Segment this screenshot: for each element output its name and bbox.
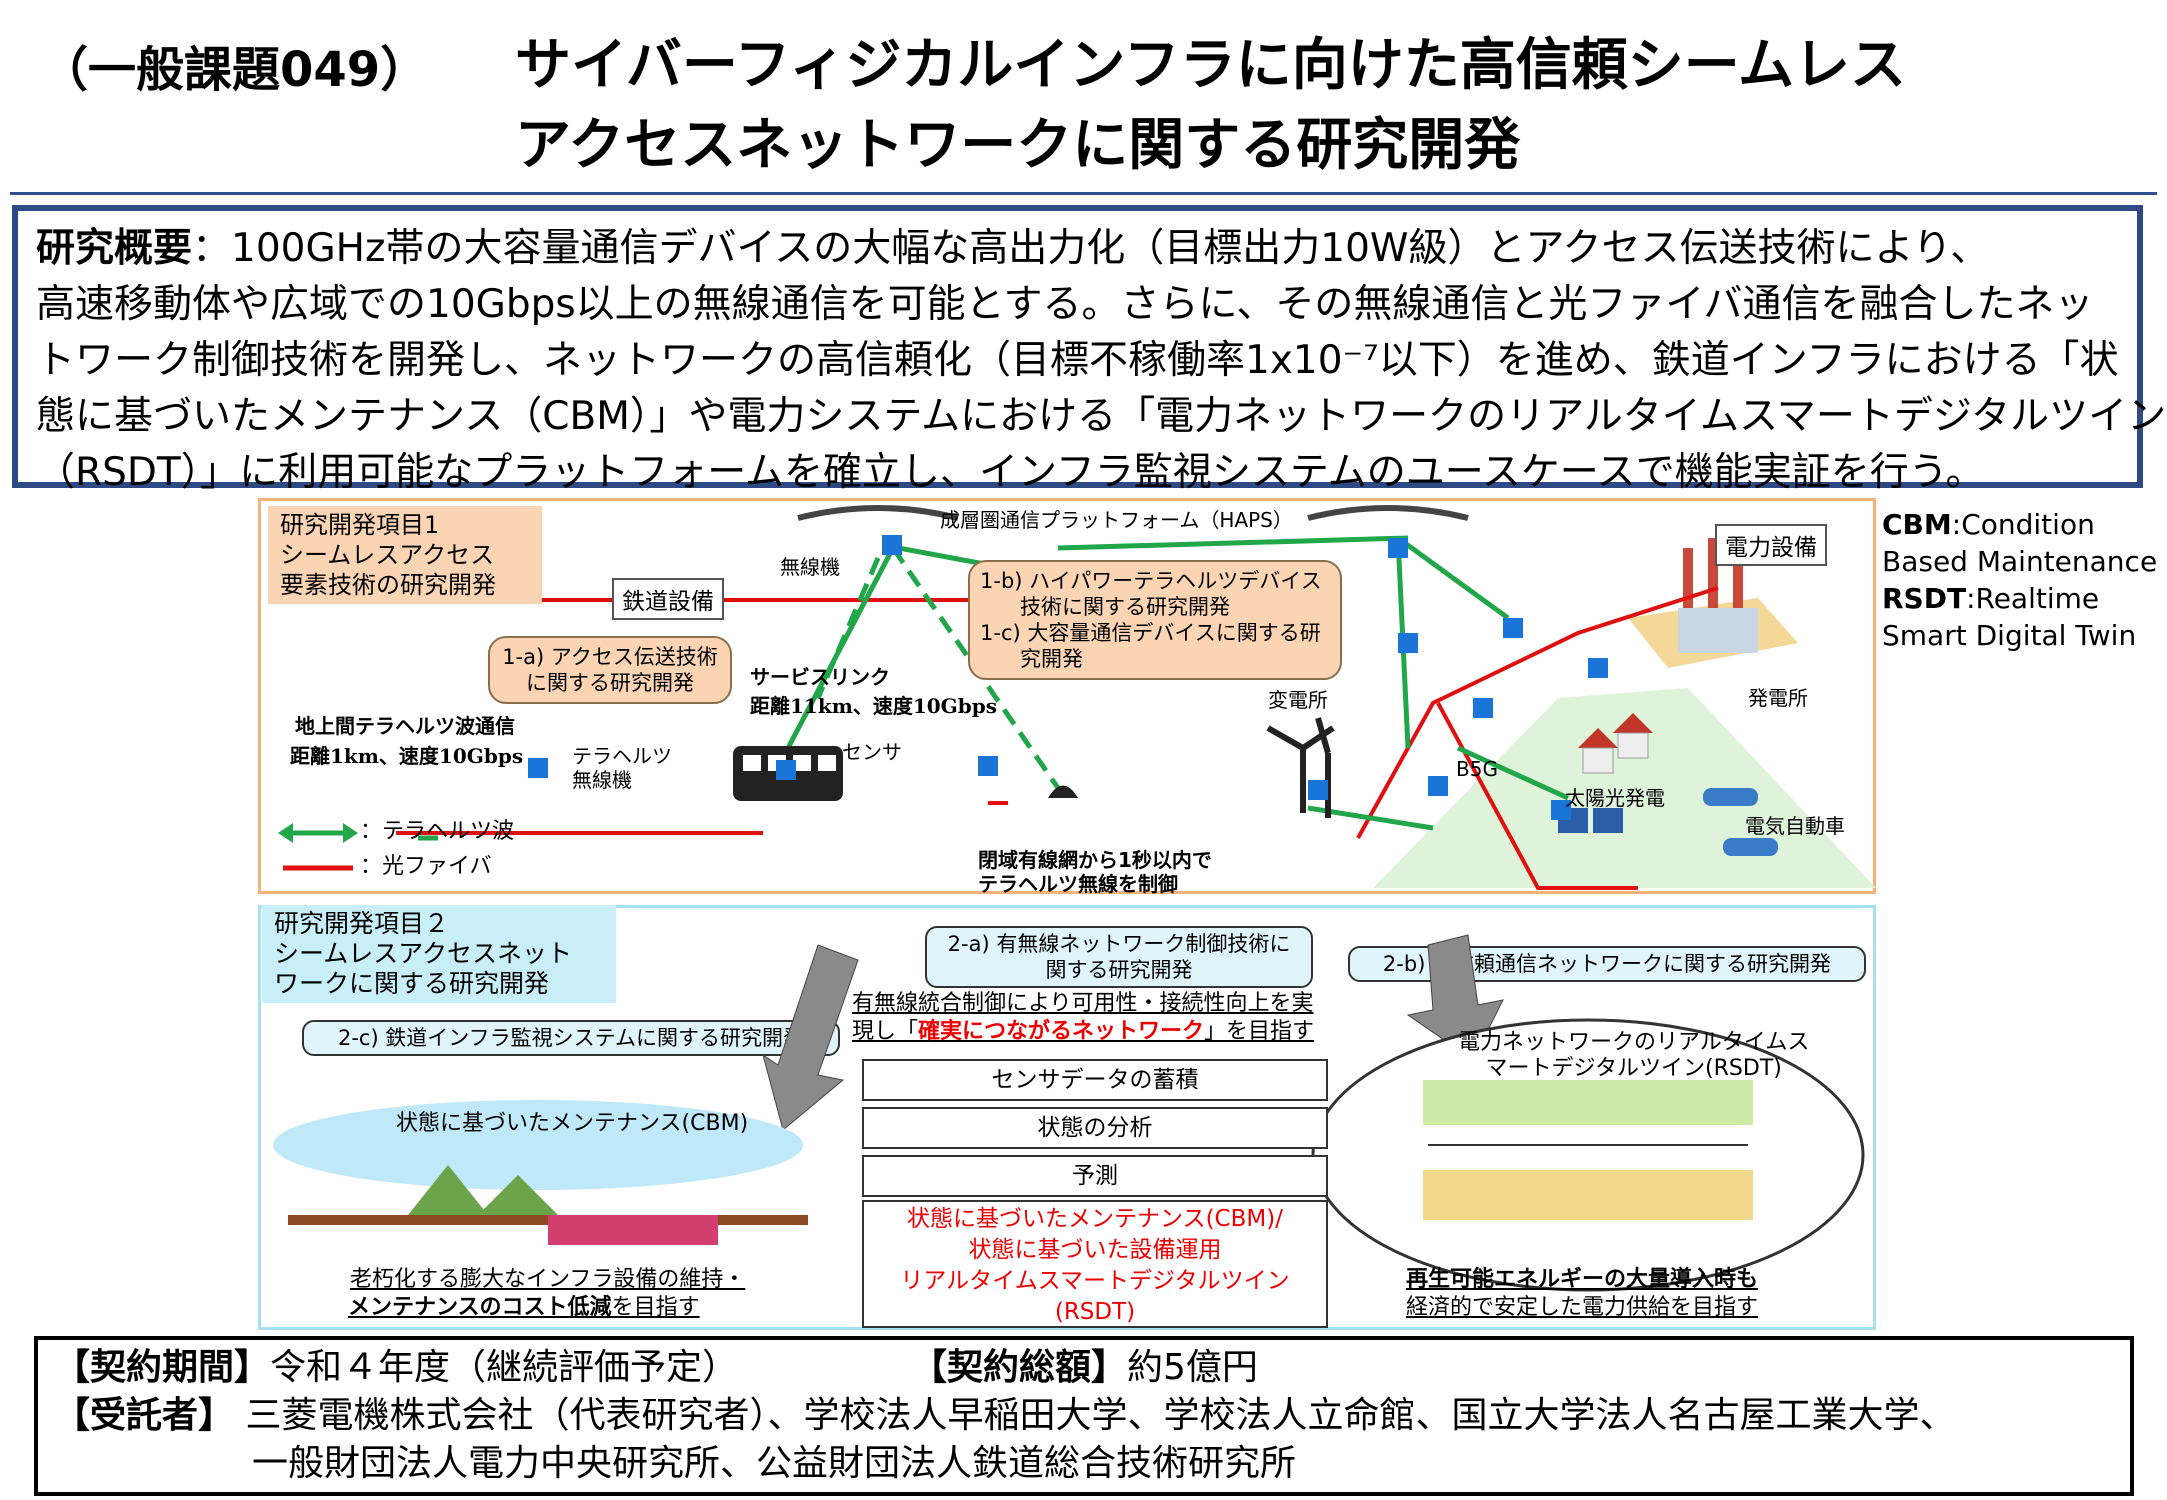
rsdt-grid-diagram: [1423, 1080, 1753, 1125]
train-color-icon: [548, 1215, 718, 1245]
cbm-text2: Based Maintenance: [1882, 545, 2158, 578]
project-number: （一般課題049）: [40, 42, 429, 98]
rsdt-text: :Realtime: [1966, 582, 2100, 615]
contractor-line2: 一般財団法人電力中央研究所、公益財団法人鉄道総合技術研究所: [252, 1443, 1297, 1484]
item2-tag: 研究開発項目２ シームレスアクセスネット ワークに関する研究開発: [262, 905, 616, 1003]
house-icon: [1578, 713, 1653, 774]
summary-line1: 研究概要：100GHz帯の大容量通信デバイスの大幅な高出力化（目標出力10W級）…: [36, 226, 1990, 271]
fiber-power: [1356, 586, 1719, 839]
cbm-cloud-icon: [273, 1100, 803, 1190]
stack-prediction: 予測: [862, 1155, 1328, 1197]
electric-car-icon: [1703, 788, 1778, 856]
haps-label: 成層圏通信プラットフォーム（HAPS）: [940, 508, 1293, 532]
service-link-label: サービスリンク: [750, 665, 890, 689]
cbm-abbr: CBM: [1882, 508, 1952, 541]
rsdt-abbr: RSDT: [1882, 582, 1967, 615]
ground-thz-label: 地上間テラヘルツ波通信: [295, 714, 515, 738]
mountain-icon: [408, 1165, 488, 1215]
rsdt-text2: Smart Digital Twin: [1882, 619, 2137, 652]
substation-label: 変電所: [1268, 688, 1328, 712]
power-facility-label: 電力設備: [1715, 524, 1827, 566]
summary-label: 研究概要: [36, 226, 193, 271]
box-2c: 2-c) 鉄道インフラ監視システムに関する研究開発: [302, 1020, 840, 1056]
callout-1b-1c: 1-b) ハイパワーテラヘルツデバイス 技術に関する研究開発 1-c) 大容量通…: [968, 560, 1342, 680]
figure2-arrows: [273, 934, 1865, 1292]
summary-line3: トワーク制御技術を開発し、ネットワークの高信頼化（目標不稼働率1x10⁻⁷以下）…: [36, 338, 2119, 383]
contractor-label: 【受託者】: [54, 1395, 235, 1436]
abbreviation-legend: CBM:Condition Based Maintenance RSDT:Rea…: [1882, 506, 2157, 654]
legend-thz-label: ：テラヘルツ波: [360, 819, 515, 844]
stack-sensor-data: センサデータの蓄積: [862, 1059, 1328, 1101]
amount-label: 【契約総額】: [910, 1347, 1127, 1388]
summary-line5: （RSDT）」に利用可能なプラットフォームを確立し、インフラ監視システムのユース…: [36, 450, 1985, 495]
page-title-line2: アクセスネットワークに関する研究開発: [515, 113, 1521, 178]
page-title-line1: サイバーフィジカルインフラに向けた高信頼シームレス: [515, 33, 1907, 98]
contractor-line1: 三菱電機株式会社（代表研究者）、学校法人早稲田大学、学校法人立命館、国立大学法人…: [245, 1395, 1956, 1436]
cbm-text: :Condition: [1951, 508, 2095, 541]
summary-line2: 高速移動体や広域での10Gbps以上の無線通信を可能とする。さらに、その無線通信…: [36, 282, 2094, 327]
title-divider: [10, 192, 2157, 195]
closed-network-note: 閉域有線網から1秒以内で テラヘルツ無線を制御: [978, 848, 1212, 896]
outcome-box: 状態に基づいたメンテナンス(CBM)/ 状態に基づいた設備運用 リアルタイムスマ…: [862, 1200, 1328, 1328]
research-summary: 研究概要：100GHz帯の大容量通信デバイスの大幅な高出力化（目標出力10W級）…: [12, 205, 2167, 495]
callout-1a: 1-a) アクセス伝送技術 に関する研究開発: [488, 636, 732, 704]
period-label: 【契約期間】: [54, 1347, 271, 1388]
summary-line4: 態に基づいたメンテナンス（CBM）」や電力システムにおける「電力ネットワークのリ…: [36, 394, 2167, 439]
haps-right-icon: [1307, 505, 1469, 521]
haps-left-icon: [797, 505, 959, 521]
thz-radio-label: テラヘルツ 無線機: [572, 744, 672, 792]
period-value: 令和４年度（継続評価予定）: [270, 1347, 739, 1388]
down-arrow-left-icon: [762, 944, 859, 1131]
cbm-cloud-label: 状態に基づいたメンテナンス(CBM): [396, 1111, 749, 1136]
power-plant-label: 発電所: [1748, 686, 1808, 710]
service-link-spec: 距離11km、速度10Gbps: [750, 694, 997, 718]
ev-label: 電気自動車: [1745, 814, 1845, 838]
wind-turbine-icon: [1266, 717, 1335, 818]
sensor-label: センサ: [842, 740, 902, 764]
wireless-label: 無線機: [780, 555, 840, 579]
item1-tag: 研究開発項目1 シームレスアクセス 要素技術の研究開発: [268, 506, 542, 604]
amount-value: 約5億円: [1126, 1347, 1258, 1388]
antenna-dish-icon: [1048, 785, 1078, 798]
stack-analysis: 状態の分析: [862, 1107, 1328, 1149]
box-2a: 2-a) 有無線ネットワーク制御技術に 関する研究開発: [925, 926, 1313, 988]
rsdt-cloud-label: 電力ネットワークのリアルタイムス マートデジタルツイン(RSDT): [1458, 1030, 1810, 1081]
b5g-label: B5G: [1456, 757, 1498, 781]
goal-2a: 有無線統合制御により可用性・接続性向上を実 現し「確実につながるネットワーク」を…: [852, 991, 1315, 1044]
railway-label: 鉄道設備: [612, 578, 724, 620]
contract-info: 【契約期間】令和４年度（継続評価予定） 【契約総額】約5億円 【受託者】 三菱電…: [34, 1336, 2134, 1496]
legend-fiber-label: ：光ファイバ: [360, 854, 492, 879]
solar-label: 太陽光発電: [1565, 786, 1665, 810]
wireless-unit-icons: [528, 535, 1608, 820]
power-plant-icon: [1628, 528, 1798, 668]
ground-thz-spec: 距離1km、速度10Gbps: [290, 744, 524, 768]
goal-right: 再生可能エネルギーの大量導入時も 経済的で安定した電力供給を目指す: [1406, 1267, 1759, 1320]
goal-left: 老朽化する膨大なインフラ設備の維持・ メンテナンスのコスト低減を目指す: [348, 1267, 746, 1320]
